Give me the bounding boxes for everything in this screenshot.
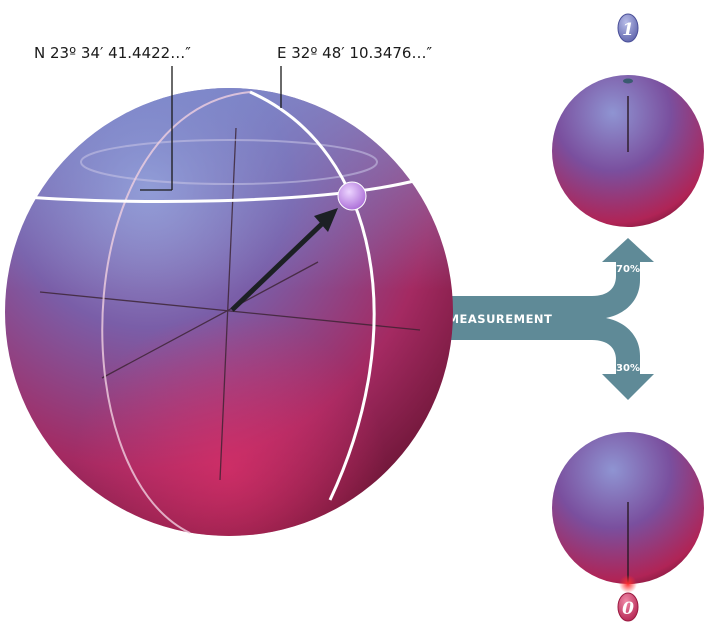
longitude-line <box>249 90 376 501</box>
longitude-label: E 32º 48′ 10.3476…″ <box>277 44 432 62</box>
state-point <box>337 181 367 211</box>
state-vector-head <box>314 208 338 232</box>
ket-one-label: 1 <box>622 20 634 40</box>
measurement-label: MEASUREMENT <box>448 312 553 326</box>
ket-zero-label: 0 <box>622 599 634 619</box>
result-sphere-zero <box>552 432 704 593</box>
probability-top-label: 70% <box>616 264 640 275</box>
measurement-flow-arrow <box>432 238 654 400</box>
ket-one-icon: 1 <box>617 13 639 43</box>
ket-zero-icon: 0 <box>617 592 639 622</box>
latitude-line <box>13 178 419 203</box>
result-sphere-one <box>552 75 704 227</box>
measured-point <box>619 575 637 593</box>
probability-bottom-label: 30% <box>616 363 640 374</box>
latitude-label: N 23º 34′ 41.4422…″ <box>34 44 191 62</box>
state-vector <box>230 218 328 312</box>
longitude-back-line <box>101 91 251 534</box>
bloch-sphere <box>5 88 453 536</box>
